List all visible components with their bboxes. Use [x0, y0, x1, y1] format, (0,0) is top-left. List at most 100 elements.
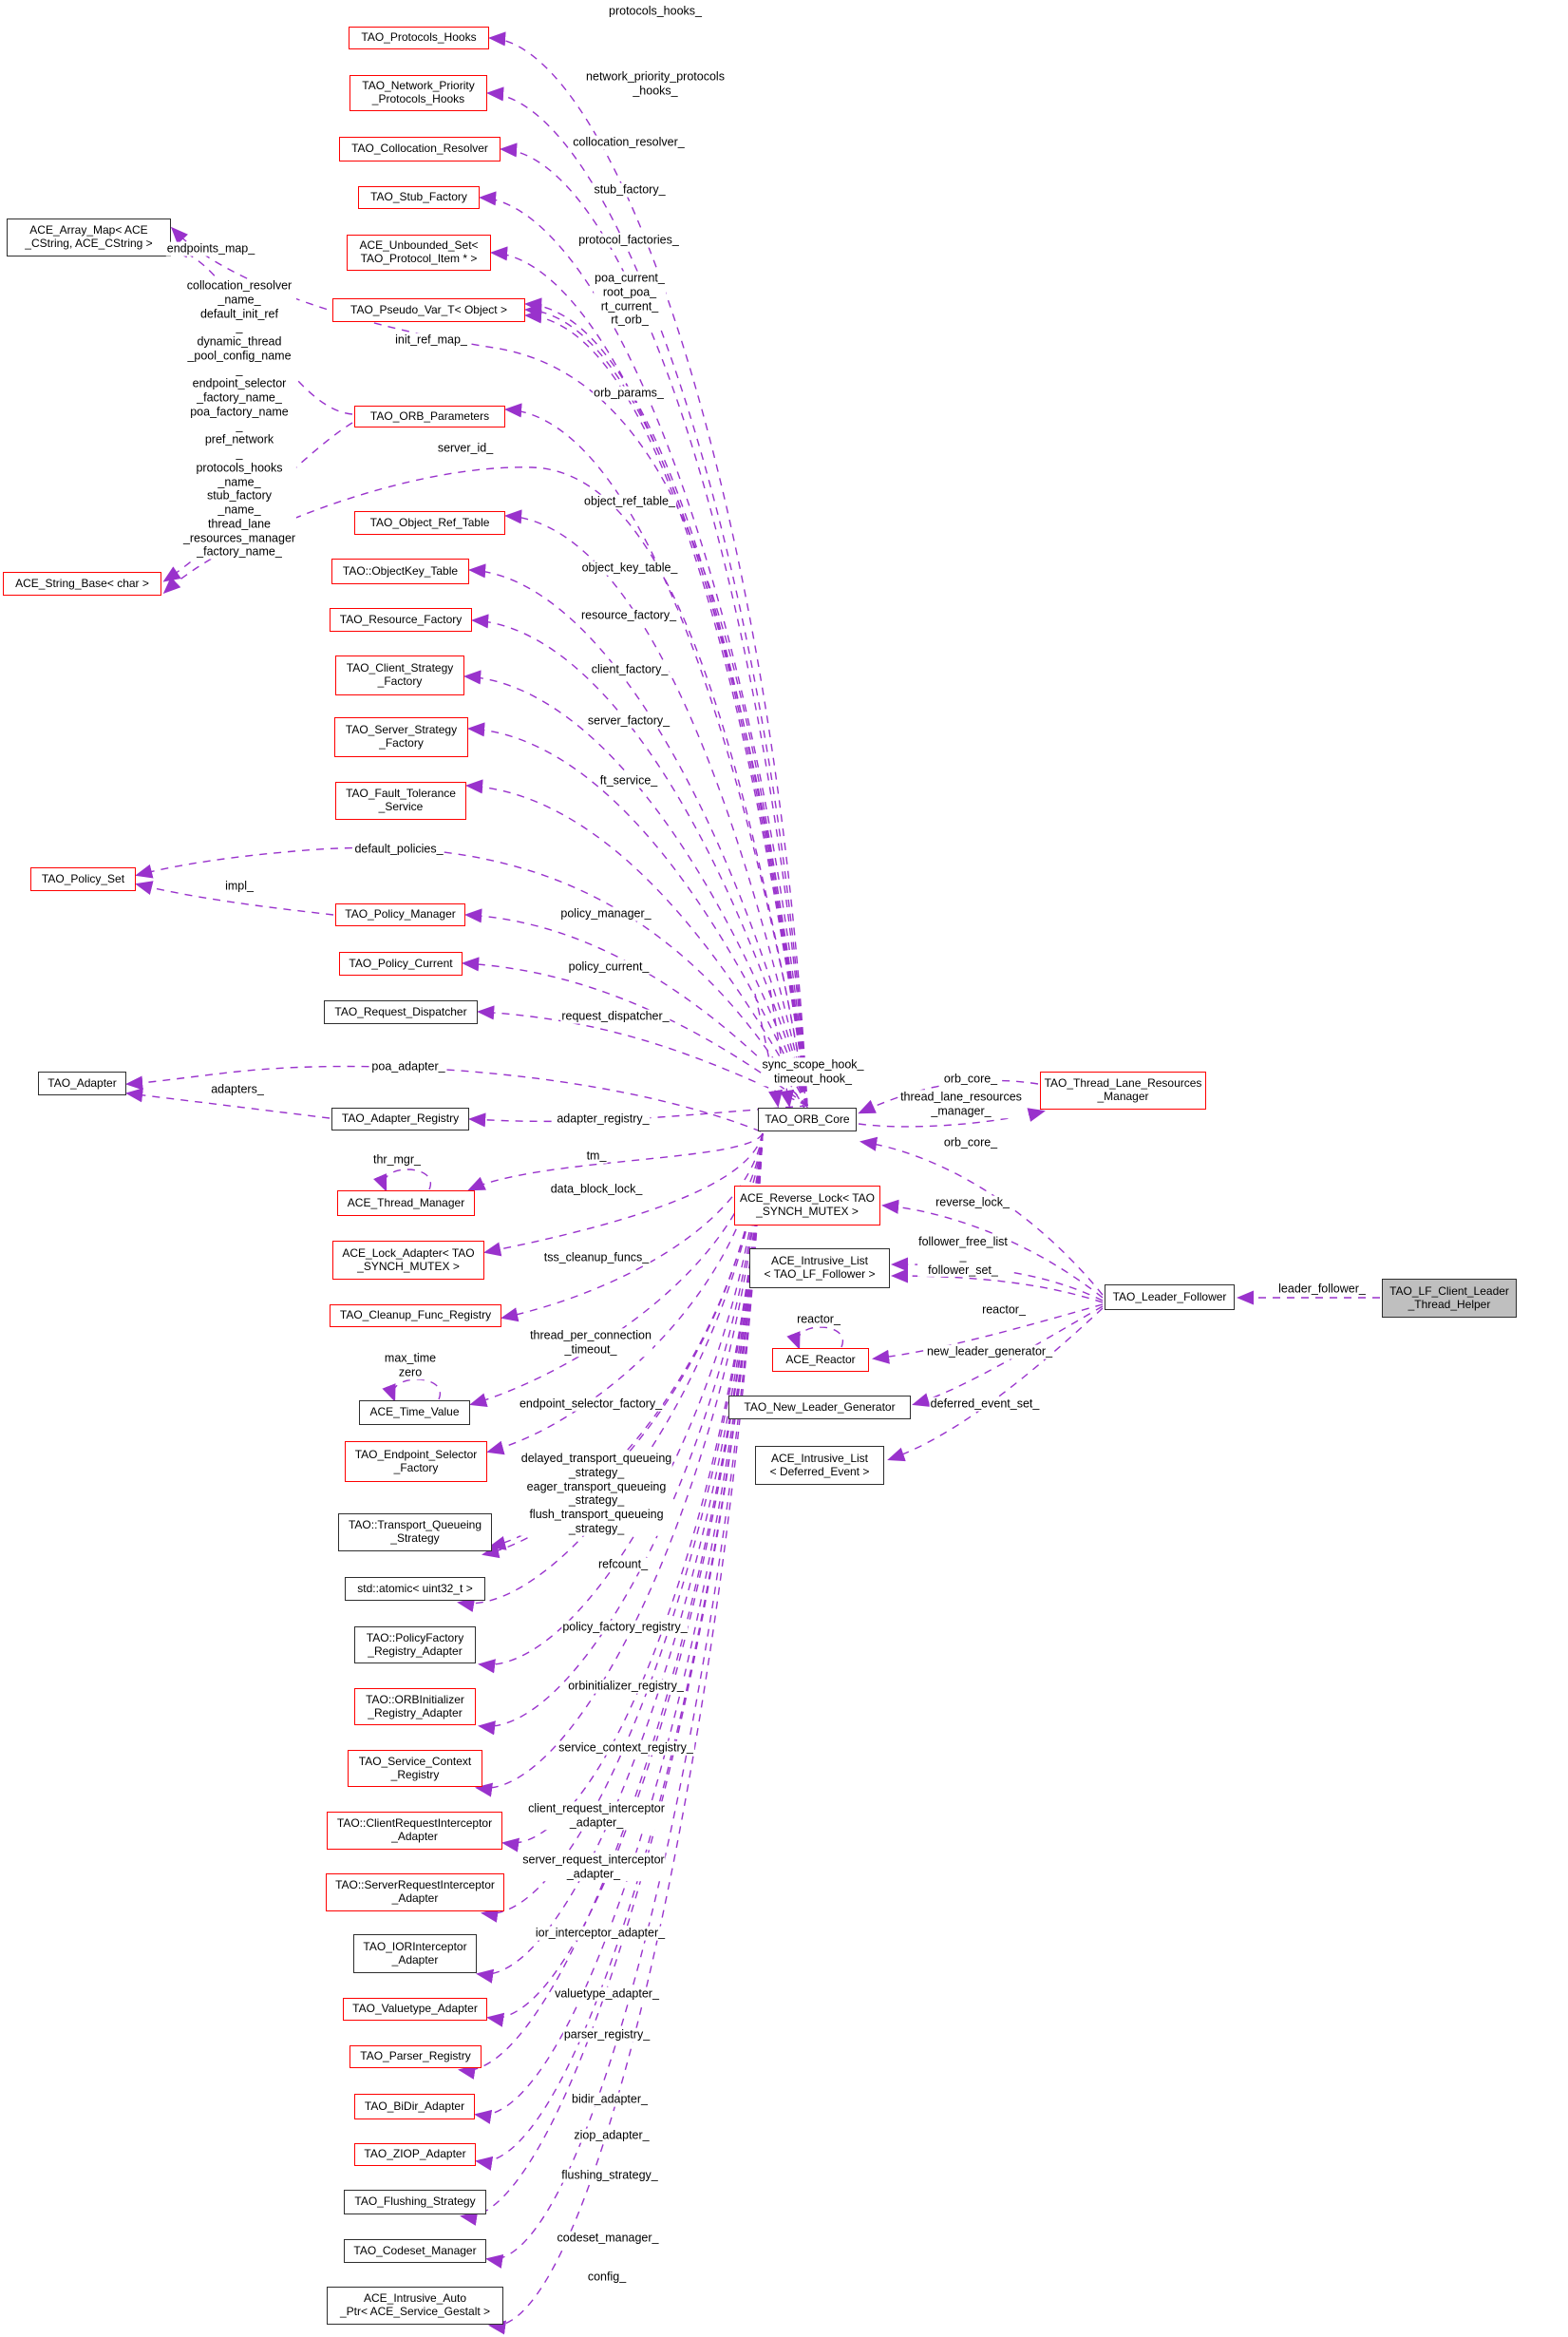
class-box-tao-flushing-strategy[interactable]: TAO_Flushing_Strategy: [344, 2190, 486, 2214]
class-box-ace-thread-manager[interactable]: ACE_Thread_Manager: [337, 1190, 475, 1216]
class-box-tao-parser-registry[interactable]: TAO_Parser_Registry: [349, 2045, 482, 2068]
class-box-std-atomic-uint32-t[interactable]: std::atomic< uint32_t >: [345, 1577, 485, 1601]
class-box-ace-reverse-lock-tao[interactable]: ACE_Reverse_Lock< TAO _SYNCH_MUTEX >: [734, 1186, 880, 1226]
class-box-ace-intrusive-list[interactable]: ACE_Intrusive_List < TAO_LF_Follower >: [749, 1248, 890, 1288]
class-box-tao-orb-core[interactable]: TAO_ORB_Core: [758, 1108, 857, 1131]
class-box-tao-leader-follower[interactable]: TAO_Leader_Follower: [1105, 1284, 1235, 1310]
usage-edge-36: [475, 1132, 764, 2171]
class-box-label: TAO_Thread_Lane_Resources _Manager: [1044, 1076, 1202, 1103]
class-box-label: TAO_Adapter_Registry: [341, 1112, 460, 1126]
edge-label-tss-cleanup-funcs: tss_cleanup_funcs_: [542, 1250, 651, 1265]
class-box-tao-pseudo-var-t-object[interactable]: TAO_Pseudo_Var_T< Object >: [332, 298, 525, 322]
class-box-tao-serverrequestinterceptor[interactable]: TAO::ServerRequestInterceptor _Adapter: [326, 1873, 504, 1911]
edge-label-flushing-strategy: flushing_strategy_: [560, 2168, 659, 2183]
class-box-ace-intrusive-auto[interactable]: ACE_Intrusive_Auto _Ptr< ACE_Service_Ges…: [327, 2287, 503, 2325]
usage-edge-45: [135, 881, 334, 916]
class-box-tao-clientrequestinterceptor[interactable]: TAO::ClientRequestInterceptor _Adapter: [327, 1812, 502, 1850]
edge-label-endpoint-selector-factory: endpoint_selector_factory_: [518, 1396, 664, 1412]
class-box-label: TAO_Pseudo_Var_T< Object >: [350, 302, 507, 316]
class-box-tao-transport-queueing[interactable]: TAO::Transport_Queueing _Strategy: [338, 1513, 492, 1551]
class-box-tao-thread-lane-resources[interactable]: TAO_Thread_Lane_Resources _Manager: [1040, 1072, 1206, 1110]
class-box-tao-fault-tolerance[interactable]: TAO_Fault_Tolerance _Service: [335, 782, 466, 820]
usage-edge-13: [466, 722, 808, 1107]
usage-edge-46: [124, 1065, 762, 1132]
class-box-label: TAO_Leader_Follower: [1112, 1289, 1227, 1303]
class-box-tao-endpoint-selector[interactable]: TAO_Endpoint_Selector _Factory: [345, 1441, 487, 1482]
class-box-tao-server-strategy[interactable]: TAO_Server_Strategy _Factory: [334, 717, 468, 757]
class-box-tao-orbinitializer[interactable]: TAO::ORBInitializer _Registry_Adapter: [354, 1688, 476, 1725]
class-box-tao-protocols-hooks[interactable]: TAO_Protocols_Hooks: [349, 27, 489, 49]
edge-label-network-priority-protocols: network_priority_protocols _hooks_: [585, 69, 726, 98]
edge-label-service-context-registry: service_context_registry_: [557, 1740, 694, 1756]
edge-label-follower-free-list: follower_free_list _ follower_set_: [917, 1234, 1009, 1278]
usage-edge-49: [769, 989, 795, 1108]
class-box-tao-valuetype-adapter[interactable]: TAO_Valuetype_Adapter: [343, 1998, 487, 2021]
usage-edge-32: [475, 1132, 764, 1984]
usage-edge-52: [860, 1136, 1104, 1296]
edge-label-reverse-lock: reverse_lock_: [935, 1195, 1011, 1210]
class-box-tao-request-dispatcher[interactable]: TAO_Request_Dispatcher: [324, 1000, 478, 1024]
usage-edge-2: [499, 142, 808, 1107]
class-box-tao-new-leader-generator[interactable]: TAO_New_Leader_Generator: [728, 1396, 911, 1419]
class-box-label: TAO_Fault_Tolerance _Service: [346, 787, 456, 813]
class-box-label: TAO::ObjectKey_Table: [342, 563, 459, 578]
class-box-ace-time-value[interactable]: ACE_Time_Value: [359, 1400, 470, 1425]
class-box-tao-service-context[interactable]: TAO_Service_Context _Registry: [348, 1750, 482, 1787]
class-box-tao-stub-factory[interactable]: TAO_Stub_Factory: [358, 186, 480, 209]
edge-label-bidir-adapter: bidir_adapter_: [571, 2092, 649, 2107]
edge-label-client-factory: client_factory_: [590, 662, 670, 677]
usage-edge-47: [124, 1088, 331, 1119]
class-box-ace-reactor[interactable]: ACE_Reactor: [772, 1348, 869, 1372]
class-box-ace-lock-adapter-tao[interactable]: ACE_Lock_Adapter< TAO _SYNCH_MUTEX >: [332, 1241, 484, 1280]
class-box-tao-adapter-registry[interactable]: TAO_Adapter_Registry: [331, 1108, 469, 1130]
usage-edge-21: [501, 1132, 764, 1322]
class-box-tao-codeset-manager[interactable]: TAO_Codeset_Manager: [344, 2239, 486, 2263]
edge-label-config: config_: [586, 2270, 628, 2285]
class-box-label: TAO_Policy_Current: [349, 956, 453, 970]
class-box-tao-ziop-adapter[interactable]: TAO_ZIOP_Adapter: [354, 2143, 476, 2166]
usage-edge-5: [523, 297, 808, 1107]
usage-edge-31: [480, 1132, 764, 1923]
edge-label-deferred-event-set: deferred_event_set_: [929, 1396, 1041, 1412]
edge-label-adapters: adapters_: [210, 1082, 265, 1097]
class-box-tao-bidir-adapter[interactable]: TAO_BiDir_Adapter: [354, 2094, 475, 2119]
class-box-label: ACE_Intrusive_List < Deferred_Event >: [769, 1451, 870, 1478]
class-box-tao-iorinterceptor[interactable]: TAO_IORInterceptor _Adapter: [353, 1934, 477, 1973]
class-box-label: TAO_Request_Dispatcher: [334, 1004, 467, 1018]
class-box-ace-intrusive-list[interactable]: ACE_Intrusive_List < Deferred_Event >: [755, 1446, 884, 1485]
edge-label-sync-scope-hook: sync_scope_hook_ timeout_hook_: [761, 1057, 865, 1086]
class-box-ace-unbounded-set[interactable]: ACE_Unbounded_Set< TAO_Protocol_Item * >: [347, 235, 491, 271]
class-box-label: TAO::Transport_Queueing _Strategy: [348, 1518, 482, 1545]
edge-label-ziop-adapter: ziop_adapter_: [573, 2128, 651, 2143]
class-box-label: TAO_Adapter: [47, 1075, 117, 1090]
edge-label-codeset-manager: codeset_manager_: [556, 2231, 660, 2246]
class-box-tao-client-strategy[interactable]: TAO_Client_Strategy _Factory: [335, 656, 464, 695]
edge-label-orb-core: orb_core_: [942, 1135, 999, 1150]
class-box-label: ACE_Intrusive_List < TAO_LF_Follower >: [764, 1254, 876, 1281]
class-box-tao-adapter[interactable]: TAO_Adapter: [38, 1072, 126, 1095]
usage-edge-39: [487, 1132, 764, 2335]
class-box-label: ACE_Time_Value: [369, 1405, 460, 1419]
class-box-tao-orb-parameters[interactable]: TAO_ORB_Parameters: [354, 406, 505, 428]
class-box-tao-policy-manager[interactable]: TAO_Policy_Manager: [335, 903, 465, 926]
class-box-ace-string-base-char[interactable]: ACE_String_Base< char >: [3, 572, 161, 596]
class-box-tao-network-priority[interactable]: TAO_Network_Priority _Protocols_Hooks: [349, 75, 487, 111]
edge-label-object-ref-table: object_ref_table_: [583, 494, 676, 509]
edge-label-policy-current: policy_current_: [567, 960, 651, 975]
usage-edge-6: [523, 303, 808, 1107]
class-box-tao-object-ref-table[interactable]: TAO_Object_Ref_Table: [354, 511, 505, 535]
class-box-label: TAO_ORB_Core: [765, 1112, 850, 1126]
class-box-tao-lf-client-leader: TAO_LF_Client_Leader _Thread_Helper: [1382, 1279, 1517, 1318]
edge-label-resource-factory: resource_factory_: [579, 608, 678, 623]
class-box-tao-policyfactory[interactable]: TAO::PolicyFactory _Registry_Adapter: [354, 1626, 476, 1663]
class-box-ace-array-map-ace[interactable]: ACE_Array_Map< ACE _CString, ACE_CString…: [7, 218, 171, 256]
edge-label-refcount: refcount_: [596, 1557, 650, 1572]
class-box-tao-policy-set[interactable]: TAO_Policy_Set: [30, 867, 136, 891]
class-box-tao-objectkey-table[interactable]: TAO::ObjectKey_Table: [331, 559, 469, 584]
class-box-tao-resource-factory[interactable]: TAO_Resource_Factory: [330, 608, 472, 632]
usage-edge-16: [461, 957, 808, 1107]
class-box-tao-policy-current[interactable]: TAO_Policy_Current: [339, 952, 463, 976]
class-box-tao-cleanup-func-registry[interactable]: TAO_Cleanup_Func_Registry: [330, 1304, 501, 1327]
class-box-tao-collocation-resolver[interactable]: TAO_Collocation_Resolver: [339, 137, 501, 162]
class-box-label: TAO_Resource_Factory: [339, 612, 463, 626]
